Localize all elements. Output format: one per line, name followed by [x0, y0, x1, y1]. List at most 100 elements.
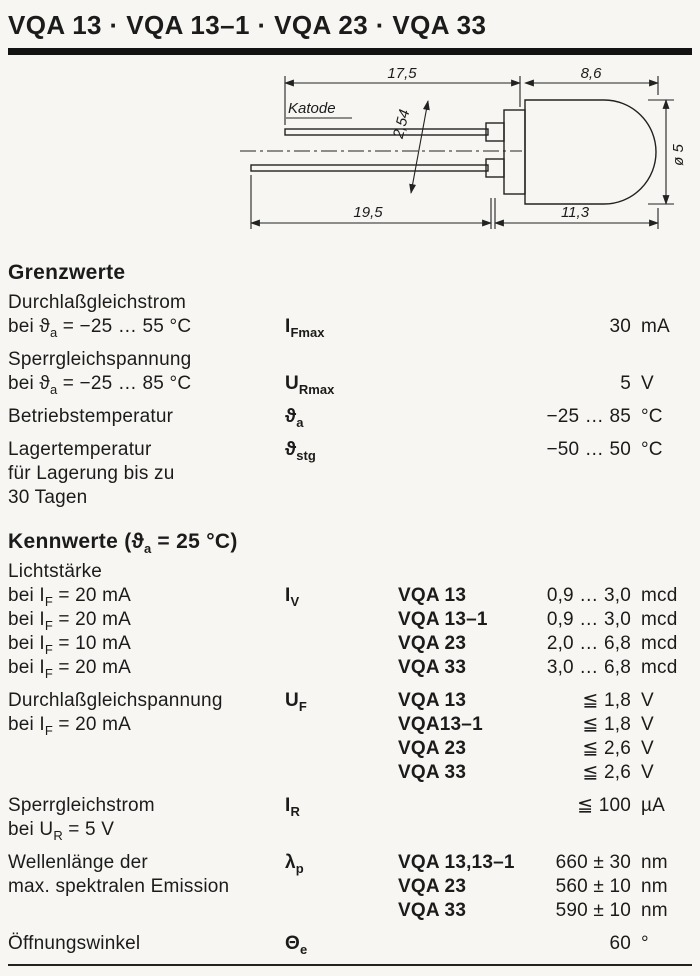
param-value: −25 … 85	[546, 406, 631, 427]
param-unit: °C	[641, 406, 663, 427]
param-symbol	[285, 818, 398, 842]
led-dimension-drawing: 17,5 8,6 Katode 2,54 ø 5 19,5 11,3	[240, 67, 687, 229]
kennwerte-condition: (ϑa = 25 °C)	[124, 530, 238, 557]
dimension-lines	[250, 76, 674, 229]
spec-row: Sperrgleichspannung	[8, 348, 692, 372]
param-unit: V	[641, 714, 654, 735]
dim-label-diameter: ø 5	[670, 144, 687, 166]
param-description: bei IF = 20 mA	[8, 609, 132, 633]
param-description: bei IF = 20 mA	[8, 585, 132, 609]
param-symbol: IFmax	[285, 316, 325, 340]
param-value: 660 ± 30	[555, 852, 631, 873]
dim-label-lead-long: 19,5	[353, 204, 383, 221]
cathode-label: Katode	[288, 100, 336, 117]
param-value: 60	[609, 933, 631, 954]
spec-row: bei IF = 20 mA VQA 13–1 0,9 … 3,0 mcd	[8, 608, 692, 632]
anode-lead	[250, 164, 489, 172]
param-value: ≦ 2,6	[582, 762, 631, 783]
param-unit	[641, 560, 692, 584]
param-symbol	[285, 560, 398, 584]
param-value: 5	[620, 373, 631, 394]
param-description	[8, 899, 285, 923]
param-description: bei ϑa = −25 … 55 °C	[8, 316, 192, 340]
param-value: 3,0 … 6,8	[546, 657, 631, 678]
page-title: VQA 13 · VQA 13–1 · VQA 23 · VQA 33	[8, 10, 487, 40]
device-type: VQA 33	[398, 657, 467, 678]
device-type: VQA 13–1	[398, 609, 488, 630]
param-unit: mcd	[641, 609, 678, 630]
device-type: VQA 13	[398, 585, 467, 606]
param-symbol: UF	[285, 690, 307, 714]
spec-row: Durchlaßgleichstrom	[8, 291, 692, 315]
device-type	[398, 372, 526, 396]
param-symbol	[285, 291, 398, 315]
param-unit: nm	[641, 876, 668, 897]
device-type	[398, 818, 526, 842]
param-symbol: IV	[285, 585, 300, 609]
cathode-lead-tab	[485, 122, 505, 142]
cathode-lead	[284, 128, 489, 136]
param-description: bei ϑa = −25 … 85 °C	[8, 373, 192, 397]
device-type	[398, 438, 526, 462]
param-unit: V	[641, 738, 654, 759]
param-description: Sperrgleichspannung	[8, 349, 192, 370]
param-unit	[641, 348, 692, 372]
device-type: VQA 33	[398, 900, 467, 921]
param-description	[8, 737, 285, 761]
spec-row: VQA 33 ≦ 2,6 V	[8, 761, 692, 785]
param-value: 0,9 … 3,0	[546, 609, 631, 630]
spec-row: Lichtstärke	[8, 560, 692, 584]
dim-label-body-bottom: 11,3	[561, 204, 590, 221]
device-type	[398, 932, 526, 956]
device-type	[398, 560, 526, 584]
param-symbol	[285, 348, 398, 372]
param-description: Durchlaßgleichspannung	[8, 690, 223, 711]
param-symbol: URmax	[285, 373, 335, 397]
param-unit: V	[641, 373, 654, 394]
param-symbol	[285, 713, 398, 737]
param-unit: °C	[641, 439, 663, 460]
param-description: 30 Tagen	[8, 487, 88, 508]
param-value: 590 ± 10	[555, 900, 631, 921]
param-description: Öffnungswinkel	[8, 933, 141, 954]
param-description: bei IF = 20 mA	[8, 714, 132, 738]
param-description: Lichtstärke	[8, 561, 103, 582]
param-value: ≦ 1,8	[582, 714, 631, 735]
param-unit: µA	[641, 795, 666, 816]
param-value: 560 ± 10	[555, 876, 631, 897]
dim-label-pitch: 2,54	[390, 108, 414, 141]
param-value: ≦ 2,6	[582, 738, 631, 759]
param-unit: V	[641, 762, 654, 783]
param-unit	[641, 291, 692, 315]
device-type: VQA 33	[398, 762, 467, 783]
device-type: VQA 23	[398, 876, 467, 897]
param-unit: V	[641, 690, 654, 711]
param-symbol: ϑstg	[285, 439, 316, 463]
param-value	[526, 818, 641, 842]
param-unit: mcd	[641, 633, 678, 654]
param-description: Wellenlänge der	[8, 852, 148, 873]
device-type	[398, 291, 526, 315]
param-unit: nm	[641, 852, 668, 873]
spec-row: 30 Tagen	[8, 486, 692, 510]
spec-row: für Lagerung bis zu	[8, 462, 692, 486]
param-symbol	[285, 875, 398, 899]
dim-label-body-top: 8,6	[581, 67, 603, 82]
led-body	[524, 99, 657, 205]
param-unit	[641, 462, 692, 486]
param-value: 2,0 … 6,8	[546, 633, 631, 654]
param-value: 0,9 … 3,0	[546, 585, 631, 606]
